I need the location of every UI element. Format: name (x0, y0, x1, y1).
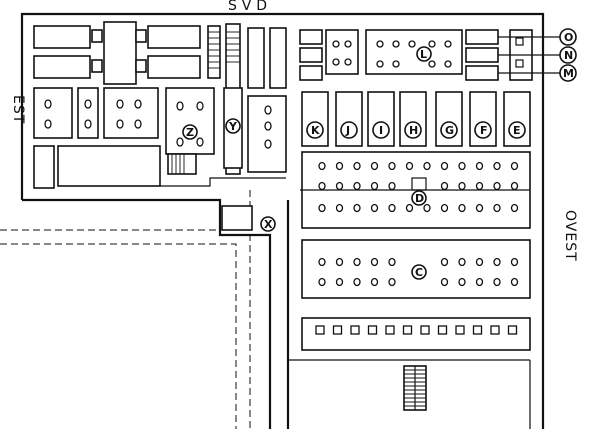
lower-left-hall (33, 145, 286, 189)
room-label-k: K (311, 124, 320, 137)
room-label-m: M (563, 67, 574, 80)
room-label-z: Z (186, 126, 194, 139)
chapels-o-n-m: O N M (465, 28, 577, 82)
room-label-n: N (564, 49, 573, 62)
square-pillar-portico (301, 317, 531, 351)
room-label-f: F (480, 124, 488, 137)
gate-x: X (221, 205, 276, 232)
left-pillared-rooms (33, 87, 159, 139)
vestibule-three-pillars (247, 95, 287, 173)
north-stair (207, 25, 221, 79)
room-label-x: X (264, 218, 273, 231)
room-label-e: E (513, 124, 521, 137)
room-label-l: L (420, 48, 427, 61)
room-label-y: Y (228, 120, 238, 133)
room-label-o: O (564, 31, 573, 44)
sanctuaries-row: K J I H G F E (301, 91, 531, 147)
hypostyle-hall-c: C (301, 239, 531, 299)
top-left-store-rooms (33, 21, 201, 85)
room-l-block: L (299, 29, 463, 81)
room-label-h: H (409, 124, 418, 137)
compass-top-label: SVD (228, 0, 268, 14)
room-y: Y (223, 87, 243, 169)
room-label-d: D (415, 192, 424, 205)
room-label-i: I (379, 124, 383, 137)
narrow-rooms-top (247, 27, 287, 89)
room-label-c: C (415, 266, 423, 279)
dashed-outer-court (0, 190, 251, 429)
room-label-j: J (345, 124, 350, 137)
compass-right-label: OVEST (562, 210, 578, 262)
central-ramp (403, 365, 427, 411)
room-z: Z (165, 87, 215, 155)
hypostyle-hall-d: D (300, 151, 531, 229)
compass-left-label: EST (10, 95, 26, 124)
outer-walls (20, 12, 545, 429)
room-label-g: G (445, 124, 454, 137)
